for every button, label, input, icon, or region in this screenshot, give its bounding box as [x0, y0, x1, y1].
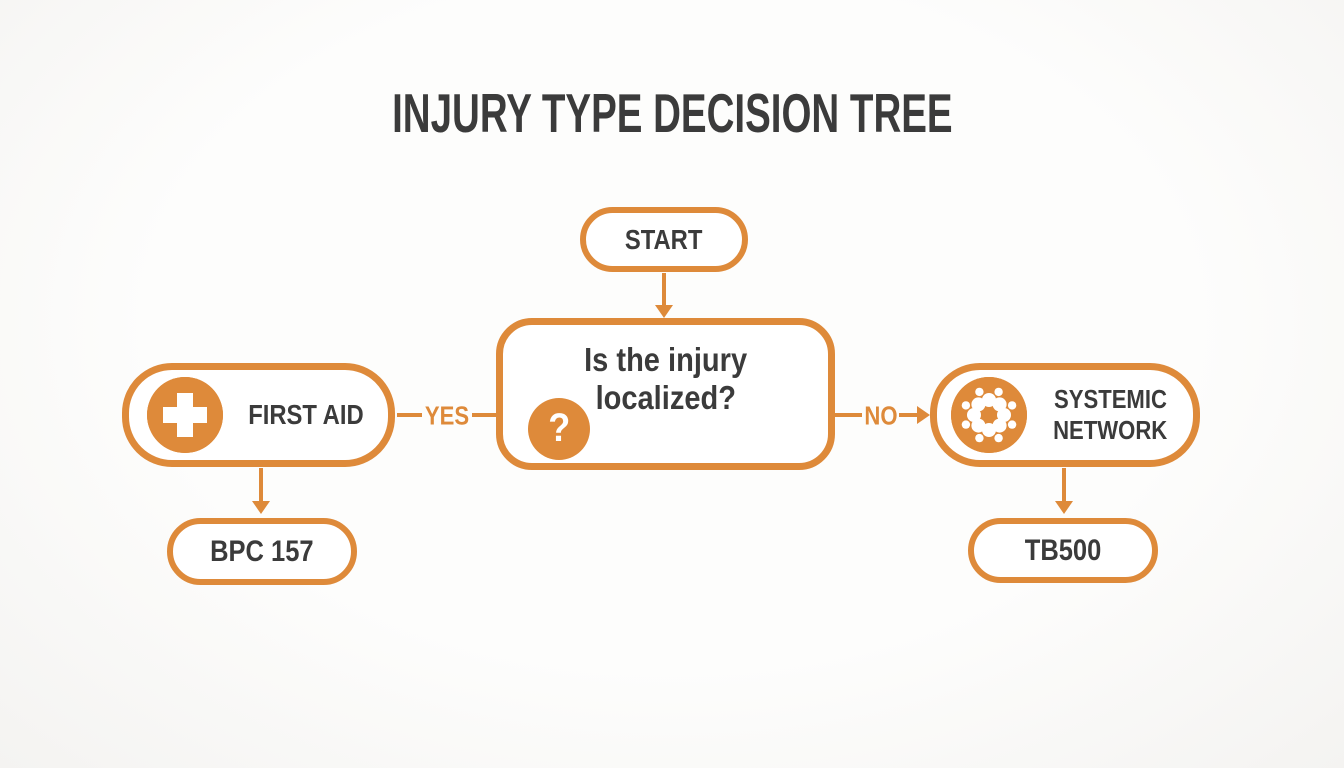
node-tb500: TB500: [968, 518, 1158, 583]
network-cluster-icon: [951, 377, 1027, 453]
first-aid-label-text: FIRST AID: [247, 399, 364, 430]
bpc157-label: BPC 157: [210, 534, 314, 568]
no-line-left: [835, 413, 862, 417]
question-line1-text: Is the injury: [584, 341, 747, 378]
page-title: INJURY TYPE DECISION TREE: [0, 86, 1344, 141]
node-bpc157: BPC 157: [167, 518, 357, 585]
question-mark-icon: ?: [528, 398, 590, 460]
arrow-head-right-icon: [917, 406, 930, 424]
node-first-aid: FIRST AID: [122, 363, 395, 467]
yes-line-right: [472, 413, 496, 417]
question-text-line1: Is the injury: [503, 341, 828, 379]
systemic-line2-text: NETWORK: [1052, 415, 1168, 445]
arrow-head-down-icon: [1055, 501, 1073, 514]
start-label: START: [625, 223, 703, 255]
node-start: START: [580, 207, 748, 272]
question-mark-glyph: ?: [548, 406, 570, 450]
page-title-text: INJURY TYPE DECISION TREE: [391, 82, 953, 144]
arrow-head-down-icon: [655, 305, 673, 318]
systemic-label-line1: SYSTEMIC: [1027, 384, 1193, 415]
first-aid-cross-icon: [147, 377, 223, 453]
systemic-line1-text: SYSTEMIC: [1053, 384, 1167, 414]
node-question: Is the injury localized? ?: [496, 318, 835, 470]
tb500-label: TB500: [1024, 533, 1102, 567]
arrow-shaft: [662, 273, 666, 305]
systemic-label: SYSTEMIC NETWORK: [1027, 384, 1193, 446]
no-line-right: [899, 413, 917, 417]
first-aid-label: FIRST AID: [223, 399, 388, 431]
question-text-line2: localized?: [503, 379, 828, 417]
arrow-shaft: [259, 468, 263, 501]
yes-line-left: [397, 413, 422, 417]
arrow-head-down-icon: [252, 501, 270, 514]
node-systemic-network: SYSTEMIC NETWORK: [930, 363, 1200, 467]
no-label: NO: [862, 401, 901, 432]
yes-label: YES: [421, 401, 473, 432]
arrow-shaft: [1062, 468, 1066, 501]
no-label-text: NO: [864, 400, 898, 431]
yes-label-text: YES: [424, 400, 470, 431]
systemic-label-line2: NETWORK: [1027, 415, 1193, 446]
question-line2-text: localized?: [595, 379, 736, 416]
